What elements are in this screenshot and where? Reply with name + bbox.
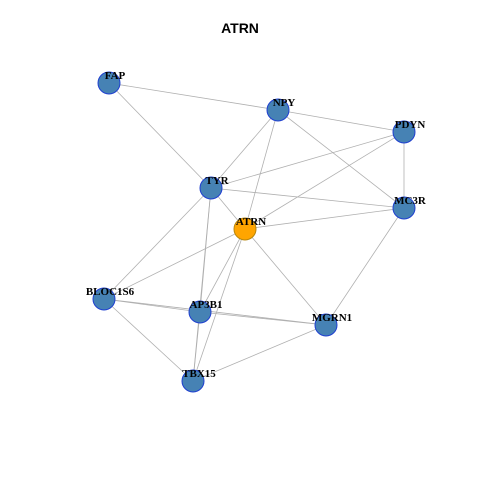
- node-label-tbx15: TBX15: [182, 368, 216, 380]
- edge-ap3b1-tbx15: [192, 311, 201, 382]
- node-circle-pdyn: [392, 120, 416, 144]
- node-label-mgrn1: MGRN1: [312, 312, 352, 324]
- node-label-bloc1s6: BLOC1S6: [86, 286, 135, 298]
- node-circle-mgrn1: [314, 313, 338, 337]
- node-layer: FAP NPY PDYN TYR ATRN MC3R BLOC1S6AP3B1MGRN1TB…: [86, 70, 427, 393]
- node-circle-tyr: [199, 176, 223, 200]
- page-title: ATRN: [221, 20, 259, 36]
- node-circle-ap3b1: [188, 300, 212, 324]
- node-label-fap: FAP: [105, 70, 126, 82]
- edge-mc3r-mgrn1: [325, 207, 405, 326]
- node-npy: NPY: [266, 97, 296, 122]
- node-label-npy: NPY: [273, 97, 296, 109]
- node-circle-npy: [266, 98, 290, 122]
- node-atrn: ATRN: [233, 216, 266, 241]
- edge-tyr-mc3r: [210, 187, 405, 209]
- node-label-mc3r: MC3R: [394, 195, 427, 207]
- edge-atrn-tbx15: [192, 228, 246, 382]
- node-circle-tbx15: [181, 369, 205, 393]
- node-fap: FAP: [97, 70, 126, 95]
- node-label-tyr: TYR: [205, 175, 229, 187]
- node-tyr: TYR: [199, 175, 230, 200]
- edge-mgrn1-tbx15: [192, 324, 327, 382]
- edge-pdyn-tyr: [210, 131, 405, 189]
- node-label-atrn: ATRN: [236, 216, 266, 228]
- edge-fap-npy: [108, 82, 279, 111]
- edge-bloc1s6-tbx15: [103, 298, 194, 382]
- node-pdyn: PDYN: [392, 119, 426, 144]
- edge-atrn-ap3b1: [199, 228, 246, 313]
- node-mgrn1: MGRN1: [312, 312, 352, 337]
- edge-npy-mc3r: [277, 109, 405, 209]
- edge-npy-tyr: [210, 109, 279, 189]
- edge-npy-pdyn: [277, 109, 405, 133]
- node-bloc1s6: BLOC1S6: [86, 286, 135, 311]
- node-tbx15: TBX15: [181, 368, 216, 393]
- edge-atrn-bloc1s6: [103, 228, 246, 300]
- node-mc3r: MC3R: [392, 195, 427, 220]
- edge-tyr-bloc1s6: [103, 187, 212, 300]
- node-label-pdyn: PDYN: [395, 119, 426, 131]
- node-label-ap3b1: AP3B1: [190, 299, 223, 311]
- edge-atrn-mc3r: [244, 207, 405, 230]
- node-circle-fap: [97, 71, 121, 95]
- node-circle-bloc1s6: [92, 287, 116, 311]
- edge-npy-atrn: [244, 109, 279, 230]
- node-circle-atrn: [233, 217, 257, 241]
- node-ap3b1: AP3B1: [188, 299, 223, 324]
- edge-bloc1s6-mgrn1: [103, 298, 327, 326]
- edge-ap3b1-mgrn1: [199, 311, 327, 326]
- edge-atrn-mgrn1: [244, 228, 327, 326]
- edge-fap-tyr: [108, 82, 212, 189]
- edge-layer: [103, 82, 405, 382]
- edge-pdyn-atrn: [244, 131, 405, 230]
- node-circle-mc3r: [392, 196, 416, 220]
